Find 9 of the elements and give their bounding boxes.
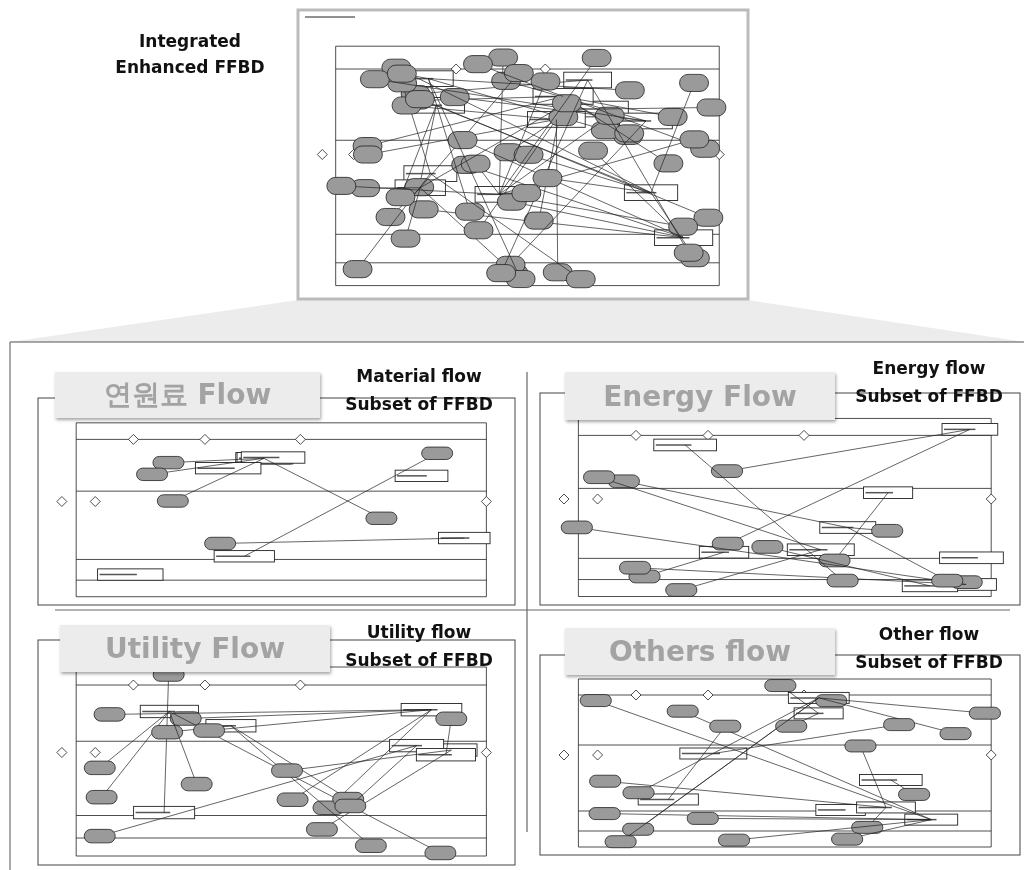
flow-title-box: Energy Flow xyxy=(565,372,835,420)
flow-title-box: Others flow xyxy=(565,628,835,675)
panel-caption: Other flow Subset of FFBD xyxy=(854,623,1004,674)
flow-title-box: 연원료 Flow xyxy=(55,372,320,418)
panel-caption: Energy flow Subset of FFBD xyxy=(854,357,1004,408)
panel-caption: Utility flow Subset of FFBD xyxy=(344,621,494,672)
figure-caption: Integrated Enhanced FFBD xyxy=(114,30,266,79)
flow-title-box: Utility Flow xyxy=(60,625,330,672)
panel-caption: Material flow Subset of FFBD xyxy=(344,365,494,416)
